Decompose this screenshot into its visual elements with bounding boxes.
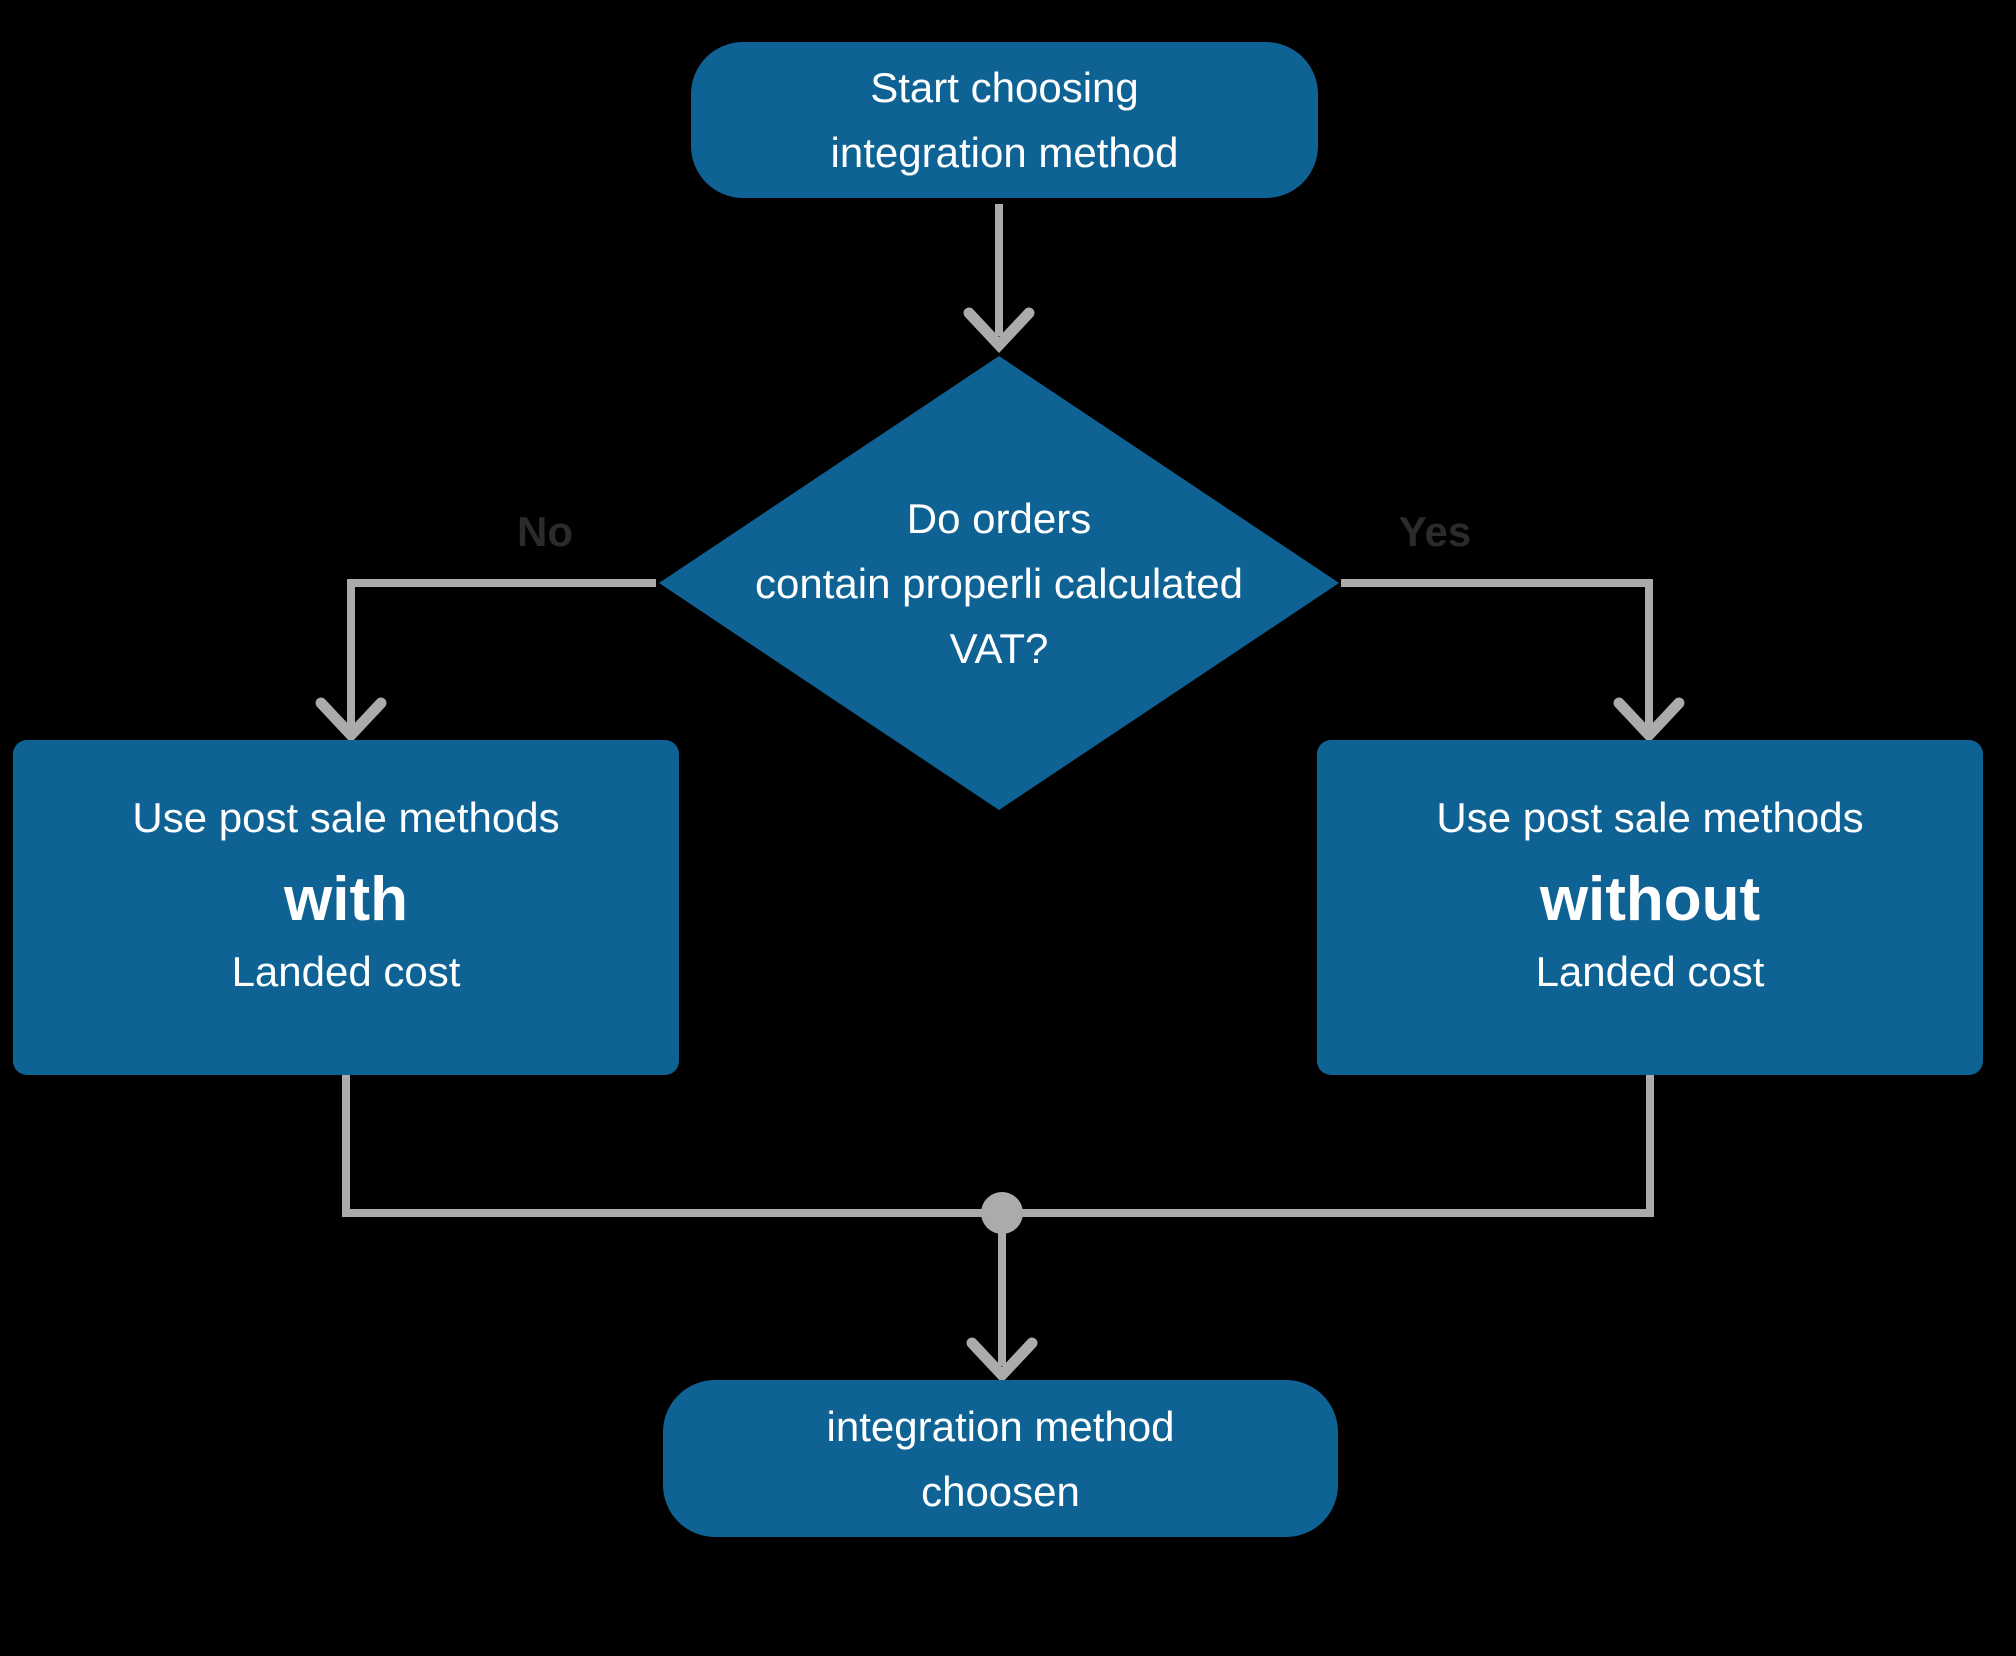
with-box-emphasis: with bbox=[284, 865, 408, 934]
without-box-text-line3: Landed cost bbox=[1535, 948, 1765, 995]
arrowhead-down-icon bbox=[966, 1337, 1038, 1384]
start-node-text-line1: Start choosing bbox=[870, 64, 1139, 111]
connector-merge bbox=[342, 1075, 1654, 1384]
arrowhead-down-icon bbox=[963, 307, 1035, 354]
end-node: integration method choosen bbox=[663, 1380, 1338, 1537]
branch-label-no: No bbox=[517, 508, 573, 555]
with-box-text-line1: Use post sale methods bbox=[132, 794, 560, 841]
decision-node-text-line2: contain properli calculated bbox=[755, 559, 1243, 607]
arrowhead-down-icon bbox=[1613, 697, 1685, 744]
arrowhead-down-icon bbox=[315, 697, 387, 744]
end-node-text-line1: integration method bbox=[826, 1402, 1175, 1450]
process-box-with-landed-cost: Use post sale methods with Landed cost bbox=[13, 740, 679, 1075]
connector-start-to-decision bbox=[963, 204, 1035, 354]
connector-line bbox=[1341, 579, 1653, 727]
without-box-emphasis: without bbox=[1539, 865, 1761, 934]
start-node: Start choosing integration method bbox=[691, 42, 1318, 198]
decision-node-text-line3: VAT? bbox=[949, 624, 1049, 672]
decision-node-text-line1: Do orders bbox=[906, 494, 1092, 542]
process-box-without-landed-cost: Use post sale methods without Landed cos… bbox=[1317, 740, 1983, 1075]
without-box-text-line1: Use post sale methods bbox=[1436, 794, 1864, 841]
connector-line bbox=[342, 1075, 1654, 1217]
branch-label-yes: Yes bbox=[1398, 508, 1472, 555]
with-box-text-line3: Landed cost bbox=[231, 948, 461, 995]
start-node-text-line2: integration method bbox=[830, 129, 1179, 176]
merge-junction-dot bbox=[981, 1192, 1023, 1234]
connector-no-branch bbox=[315, 579, 656, 744]
end-node-text-line2: choosen bbox=[921, 1467, 1080, 1515]
connector-line bbox=[347, 579, 656, 727]
connector-yes-branch bbox=[1341, 579, 1685, 744]
